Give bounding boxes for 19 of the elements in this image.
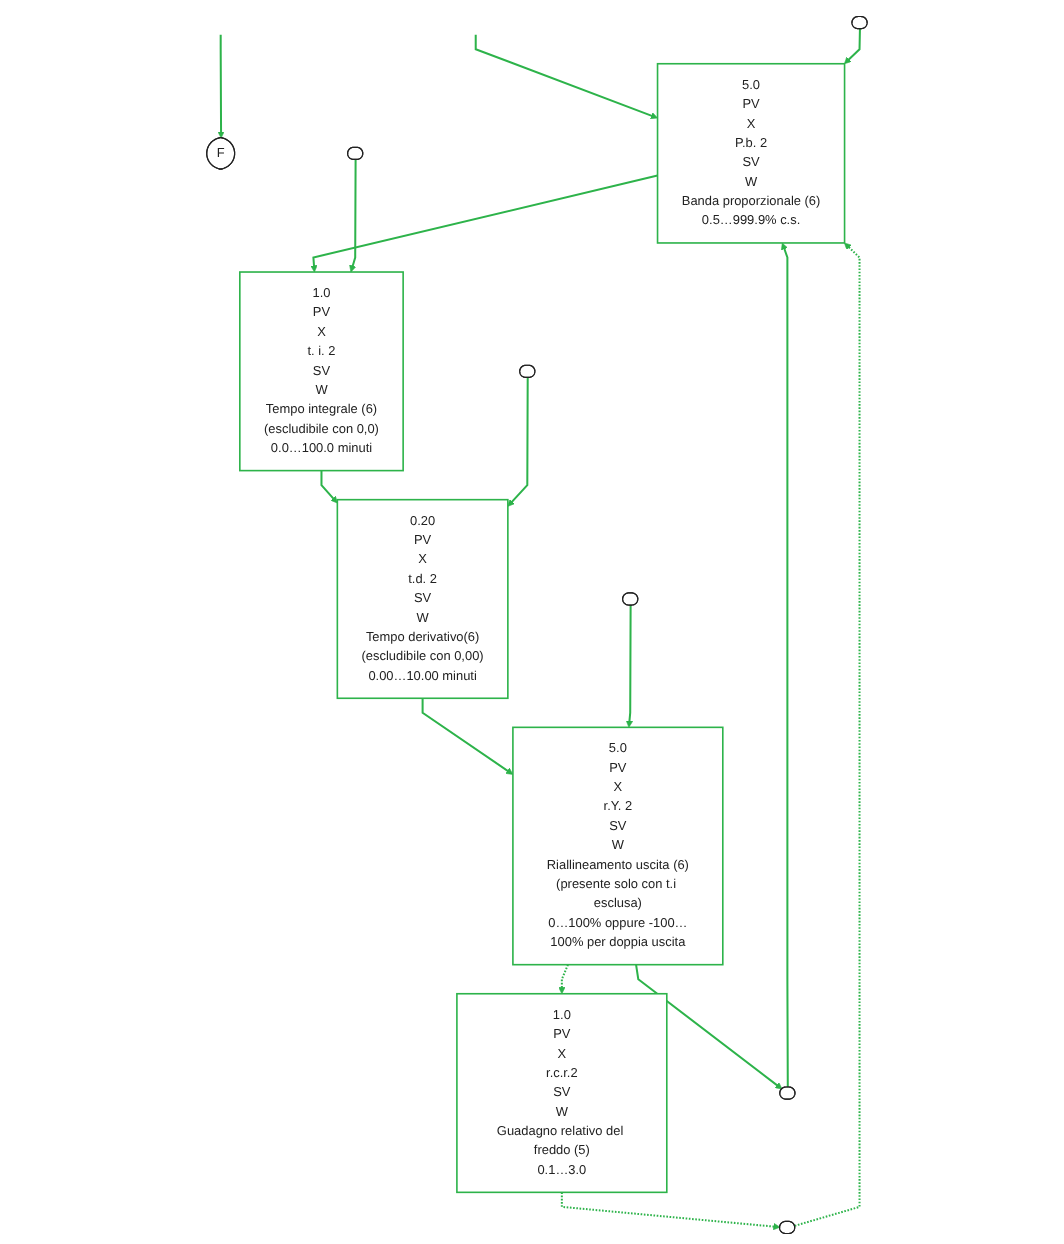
arrow	[626, 605, 634, 728]
node-box	[512, 726, 724, 966]
arrow	[320, 470, 338, 504]
arrow	[558, 964, 570, 995]
arrow	[217, 34, 225, 139]
node-box	[336, 498, 509, 700]
arrow	[349, 159, 357, 273]
node-box	[656, 62, 846, 244]
arrow	[421, 698, 514, 775]
node-box	[239, 271, 405, 472]
arrow	[781, 242, 789, 1088]
arrow	[635, 964, 783, 1090]
arrow	[507, 377, 529, 507]
arrow	[844, 29, 862, 65]
arrow	[561, 1192, 781, 1231]
arrow	[474, 34, 659, 120]
node-box	[456, 992, 668, 1194]
arrow	[310, 174, 658, 273]
arrow	[794, 242, 861, 1227]
